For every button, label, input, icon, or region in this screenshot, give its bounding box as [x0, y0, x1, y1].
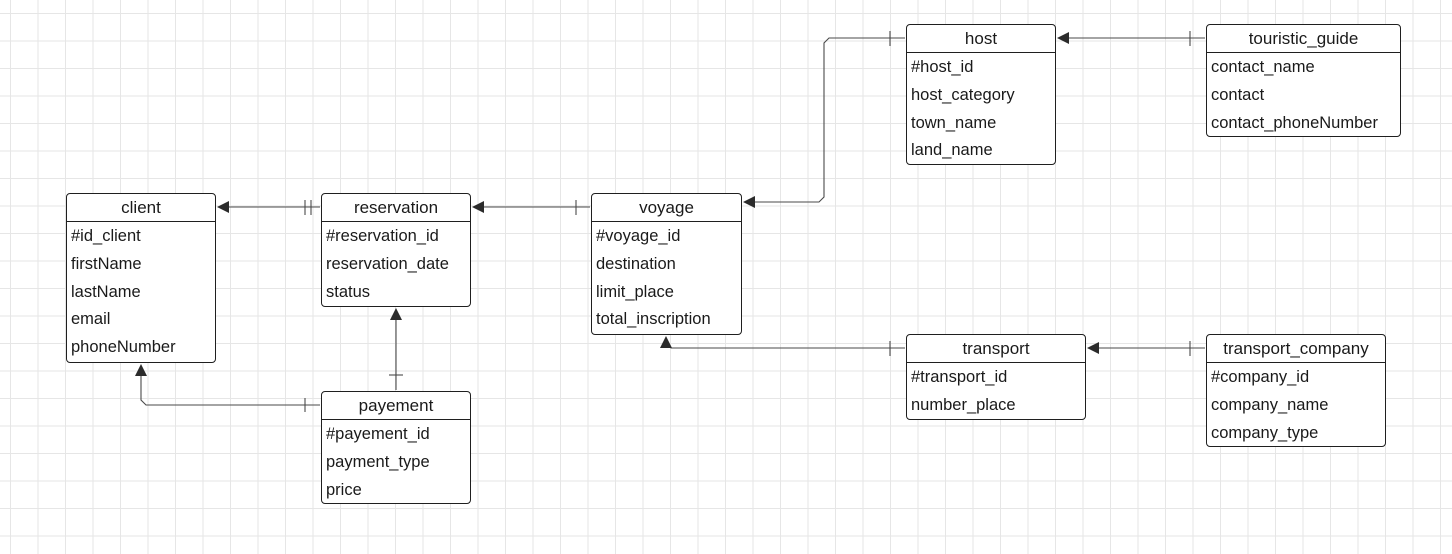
entity-field: #voyage_id	[596, 227, 681, 245]
entity-field: contact_name	[1211, 58, 1315, 76]
entity-field: destination	[596, 254, 676, 273]
transport-to-voyage-line	[665, 342, 905, 349]
transport-company-to-transport-arrowhead	[1087, 342, 1099, 354]
entity-host[interactable]: host #host_id host_category town_name la…	[906, 24, 1056, 165]
entity-field: #host_id	[911, 58, 974, 76]
payement-to-reservation-arrowhead	[390, 308, 402, 320]
transport-to-voyage-arrowhead	[660, 336, 672, 348]
entity-field: reservation_date	[326, 254, 449, 273]
entity-client[interactable]: client #id_client firstName lastName ema…	[66, 193, 216, 363]
entity-title: client	[67, 194, 215, 222]
entity-field: status	[326, 282, 371, 301]
entity-field: #reservation_id	[326, 227, 439, 245]
entity-field: town_name	[911, 113, 997, 132]
entity-title: host	[907, 25, 1055, 53]
entity-title: voyage	[592, 194, 741, 222]
entity-field: contact	[1211, 85, 1265, 104]
entity-payement[interactable]: payement #payement_id payment_type price	[321, 391, 471, 504]
entity-field: total_inscription	[596, 310, 711, 329]
entity-field: contact_phoneNumber	[1211, 113, 1378, 132]
entity-field: host_category	[911, 85, 1015, 104]
entity-field-list: #company_id company_name company_type	[1207, 363, 1385, 447]
entity-reservation[interactable]: reservation #reservation_id reservation_…	[321, 193, 471, 307]
entity-field: payment_type	[326, 452, 430, 471]
entity-field: phoneNumber	[71, 338, 176, 357]
entity-field-list: #id_client firstName lastName email phon…	[67, 222, 215, 362]
entity-transport[interactable]: transport #transport_id number_place	[906, 334, 1086, 420]
entity-title: payement	[322, 392, 470, 420]
entity-field-list: contact_name contact contact_phoneNumber	[1207, 53, 1400, 137]
entity-field: limit_place	[596, 282, 674, 301]
entity-field: company_type	[1211, 423, 1319, 442]
entity-field-list: #voyage_id destination limit_place total…	[592, 222, 741, 334]
entity-field-list: #host_id host_category town_name land_na…	[907, 53, 1055, 165]
payement-to-client-arrowhead	[135, 364, 147, 376]
entity-voyage[interactable]: voyage #voyage_id destination limit_plac…	[591, 193, 742, 335]
entity-field: #payement_id	[326, 425, 430, 443]
touristic-guide-to-host-arrowhead	[1057, 32, 1069, 44]
entity-field: company_name	[1211, 395, 1329, 414]
host-to-voyage-arrowhead	[743, 196, 755, 208]
host-to-voyage-line	[755, 37, 905, 203]
entity-transport-company[interactable]: transport_company #company_id company_na…	[1206, 334, 1386, 447]
entity-touristic-guide[interactable]: touristic_guide contact_name contact con…	[1206, 24, 1401, 137]
entity-field: firstName	[71, 254, 142, 273]
entity-field: email	[71, 310, 111, 329]
entity-field-list: #payement_id payment_type price	[322, 420, 470, 504]
reservation-to-client-arrowhead	[217, 201, 229, 213]
entity-field: price	[326, 480, 362, 499]
entity-field-list: #reservation_id reservation_date status	[322, 222, 470, 306]
entity-title: transport_company	[1207, 335, 1385, 363]
payement-to-client-line	[140, 376, 320, 406]
entity-field: #id_client	[71, 227, 141, 245]
entity-field-list: #transport_id number_place	[907, 363, 1085, 420]
entity-field: #transport_id	[911, 368, 1008, 386]
entity-field: land_name	[911, 141, 993, 160]
entity-title: reservation	[322, 194, 470, 222]
entity-title: touristic_guide	[1207, 25, 1400, 53]
entity-field: lastName	[71, 282, 141, 301]
entity-title: transport	[907, 335, 1085, 363]
entity-field: #company_id	[1211, 368, 1310, 386]
entity-field: number_place	[911, 395, 1016, 414]
voyage-to-reservation-arrowhead	[472, 201, 484, 213]
